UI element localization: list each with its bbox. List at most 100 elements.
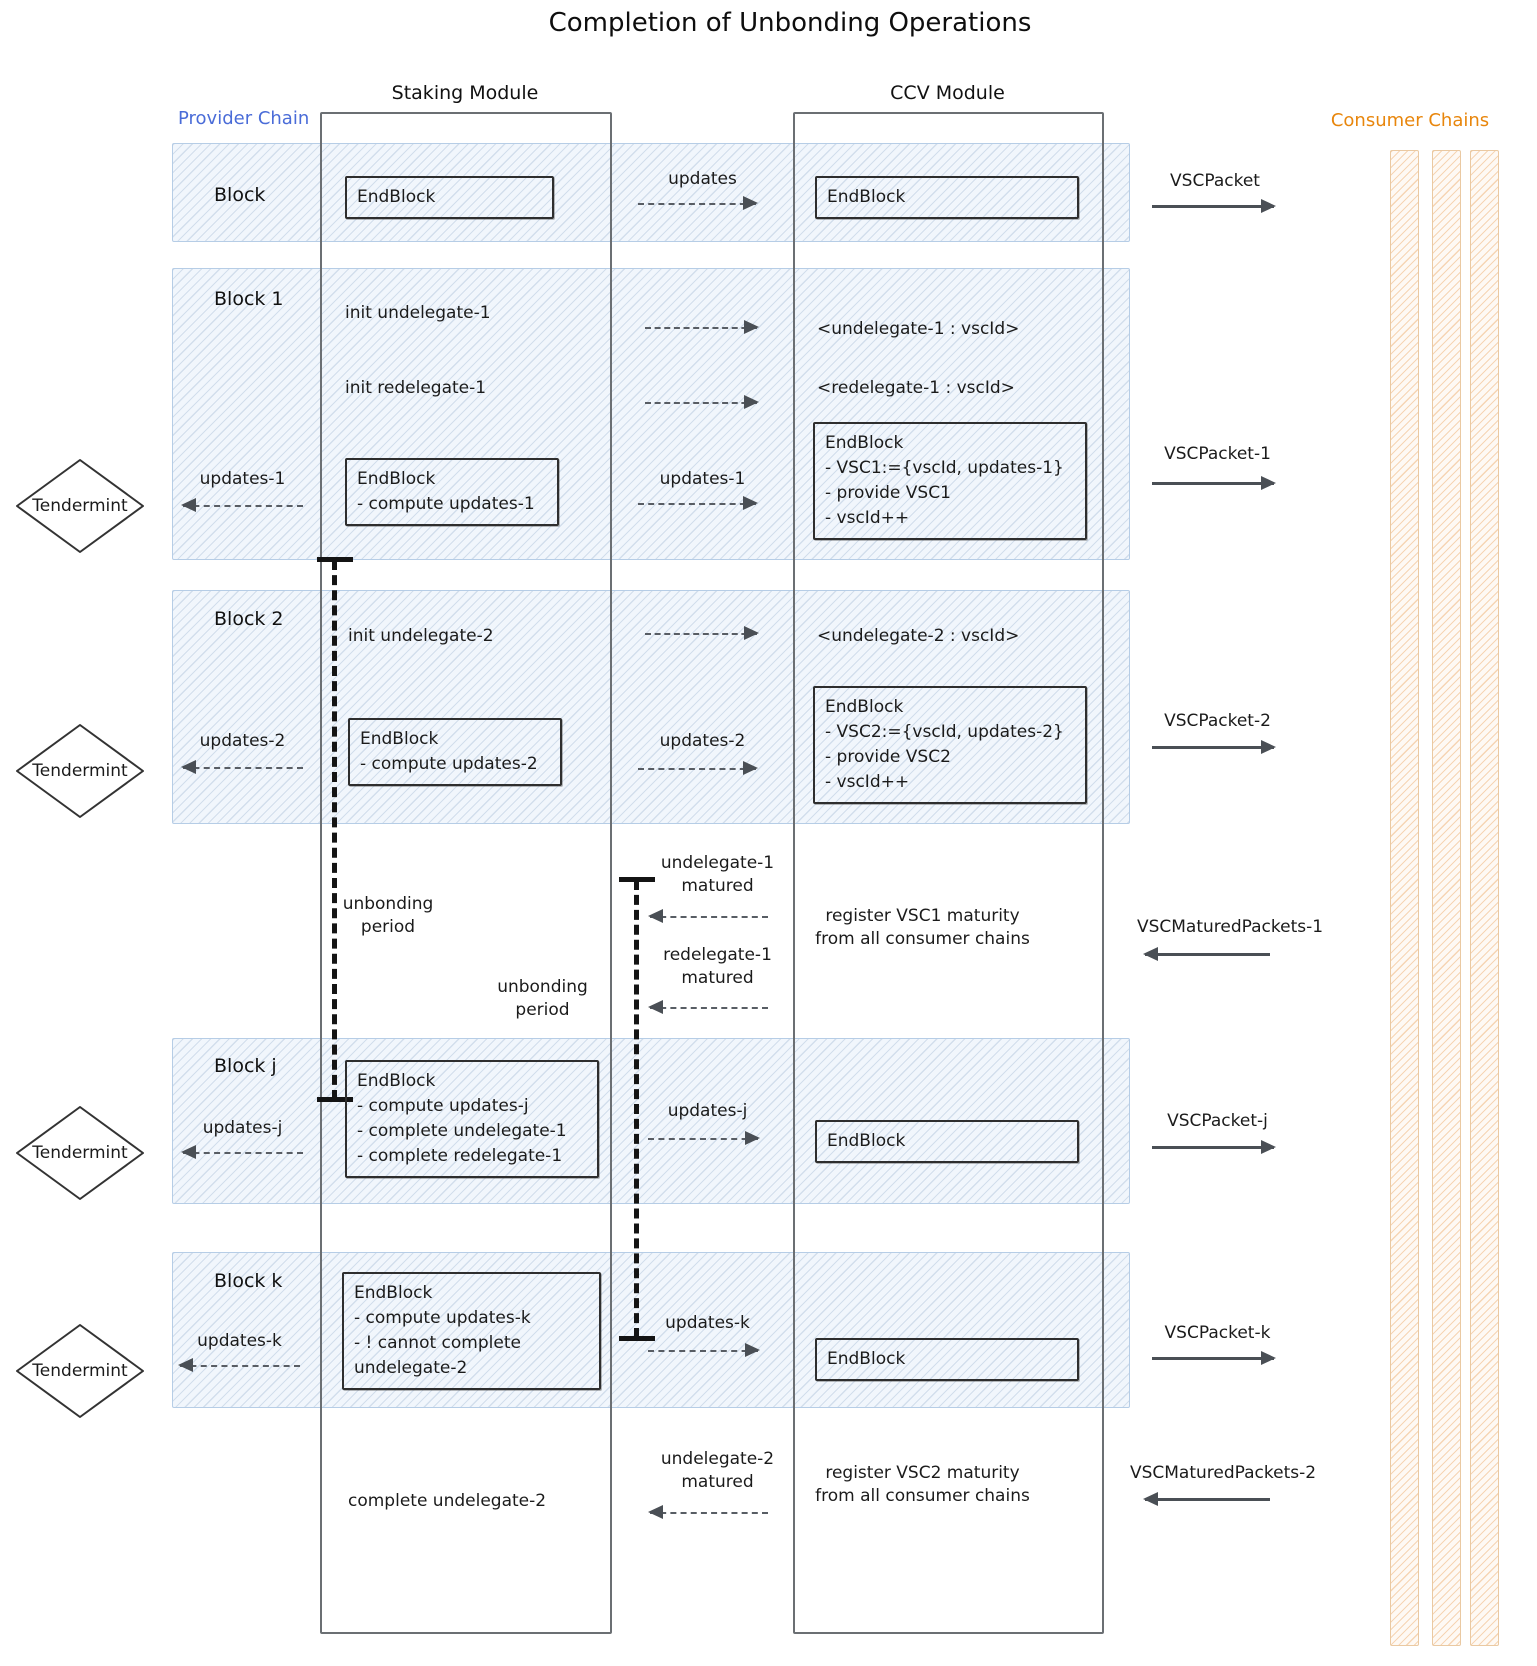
updates-label: updates [668,169,737,189]
diamond-shape [16,1324,144,1418]
arrowhead-icon [648,1000,663,1014]
staking-module-box [320,112,612,1634]
vscmaturedpackets-1-label: VSCMaturedPackets-1 [1136,917,1324,937]
band-block-1 [172,268,1130,560]
dashed-arrow-right [648,1343,760,1357]
vscpacket-1-label: VSCPacket-1 [1164,444,1271,464]
updates-1-left-label: updates-1 [199,469,286,489]
staking-endblock-box: EndBlock - compute updates-j - complete … [345,1060,599,1178]
unbonding-line-1-bottom-cap [317,1097,353,1102]
dashed-arrow-right [648,1131,760,1145]
arrowhead-icon [1143,1492,1158,1506]
arrowhead-icon [743,496,758,510]
solid-arrow-right [1152,199,1276,213]
solid-arrow-right [1152,740,1276,754]
ccv-endblock-box: EndBlock [815,1338,1079,1381]
updates-k-mid-label: updates-k [665,1313,750,1333]
vscpacket-2-label: VSCPacket-2 [1164,711,1271,731]
arrowhead-icon [181,1145,196,1159]
arrowhead-icon [178,1358,193,1372]
unbonding-line-2-bottom-cap [619,1336,655,1341]
consumer-chain-bar-2 [1432,150,1461,1646]
diagram-title: Completion of Unbonding Operations [548,8,1032,38]
dashed-arrow-left [648,1000,768,1014]
undelegate-1-matured-label: undelegate-1 matured [660,853,775,896]
staking-endblock-box: EndBlock - compute updates-2 [348,718,562,786]
block-label: Block [214,184,266,206]
block-1-label: Block 1 [214,288,284,310]
init-undelegate-1-label: init undelegate-1 [345,303,491,323]
tendermint-label: Tendermint [32,1361,128,1381]
solid-arrow-right [1152,1140,1276,1154]
consumer-chain-bar-3 [1470,150,1499,1646]
solid-arrow-right [1152,476,1276,490]
dashed-arrow-right [638,196,758,210]
dashed-arrow-left [181,760,303,774]
complete-undelegate-2-label: complete undelegate-2 [348,1491,547,1511]
band-block-2 [172,590,1130,824]
vscpacket-j-label: VSCPacket-j [1167,1111,1268,1131]
staking-module-header: Staking Module [391,82,539,104]
solid-arrow-left [1143,947,1270,961]
block-2-label: Block 2 [214,608,284,630]
updates-k-left-label: updates-k [197,1331,282,1351]
ccv-endblock-vsc2-box: EndBlock - VSC2:={vscId, updates-2} - pr… [813,686,1087,804]
dashed-arrow-right [645,320,759,334]
arrowhead-icon [745,1131,760,1145]
undelegate-2-matured-label: undelegate-2 matured [660,1449,775,1492]
arrowhead-icon [1143,947,1158,961]
unbonding-period-label-1: unbonding period [342,894,434,937]
diamond-shape [16,459,144,553]
dashed-arrow-right [645,395,759,409]
dashed-arrow-right [638,761,758,775]
arrowhead-icon [745,1343,760,1357]
dashed-arrow-right [638,496,758,510]
updates-1-mid-label: updates-1 [659,469,746,489]
dashed-arrow-left [648,909,768,923]
arrowhead-icon [1261,740,1276,754]
unbonding-line-1-top-cap [317,557,353,562]
arrowhead-icon [648,1505,663,1519]
arrowhead-icon [743,761,758,775]
solid-arrow-left [1143,1492,1270,1506]
diamond-shape [16,724,144,818]
tendermint-label: Tendermint [32,1143,128,1163]
arrowhead-icon [1261,1351,1276,1365]
dashed-arrow-right [645,626,759,640]
undelegate-1-vscid-label: <undelegate-1 : vscId> [817,319,1020,339]
dashed-arrow-left [181,498,303,512]
updates-2-mid-label: updates-2 [659,731,746,751]
ccv-module-box [793,112,1104,1634]
arrowhead-icon [648,909,663,923]
arrowhead-icon [743,196,758,210]
consumer-chain-bar-1 [1390,150,1419,1646]
block-j-label: Block j [214,1055,277,1077]
diamond-shape [16,1106,144,1200]
updates-j-mid-label: updates-j [667,1101,748,1121]
arrowhead-icon [181,760,196,774]
consumer-chains-header: Consumer Chains [1330,110,1490,131]
register-vsc1-maturity-label: register VSC1 maturity from all consumer… [815,906,1030,949]
arrowhead-icon [1261,476,1276,490]
arrowhead-icon [744,320,759,334]
arrowhead-icon [744,626,759,640]
tendermint-label: Tendermint [32,761,128,781]
dashed-arrow-left [181,1145,303,1159]
solid-arrow-right [1152,1351,1276,1365]
vscpacket-k-label: VSCPacket-k [1164,1323,1271,1343]
band-block [172,143,1130,242]
updates-j-left-label: updates-j [202,1118,283,1138]
unbonding-period-label-2: unbonding period [497,977,588,1020]
init-undelegate-2-label: init undelegate-2 [348,626,494,646]
arrowhead-icon [1261,199,1276,213]
unbonding-line-1 [332,560,337,1100]
vscmaturedpackets-2-label: VSCMaturedPackets-2 [1129,1463,1317,1483]
staking-endblock-box: EndBlock - compute updates-1 [345,458,559,526]
vscpacket-label: VSCPacket [1170,171,1260,191]
undelegate-2-vscid-label: <undelegate-2 : vscId> [817,626,1020,646]
tendermint-diamond-4: Tendermint [14,1322,146,1420]
tendermint-diamond-1: Tendermint [14,457,146,555]
staking-endblock-box: EndBlock - compute updates-k - ! cannot … [342,1272,601,1390]
ccv-endblock-box: EndBlock [815,1120,1079,1163]
